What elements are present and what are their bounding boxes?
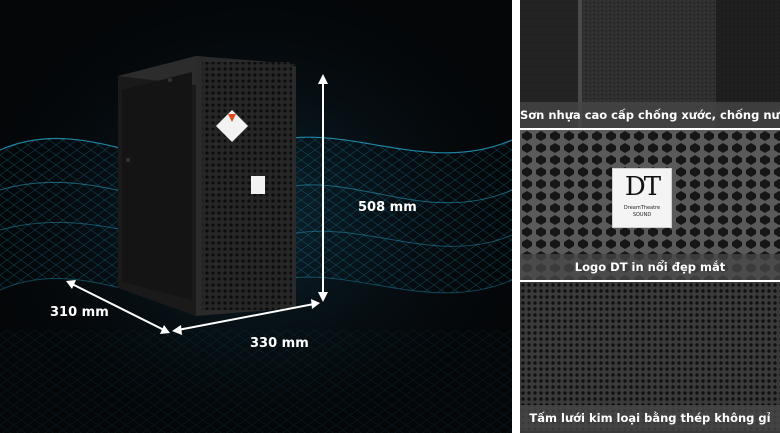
dt-logo-subtitle: DreamTheatre [623, 205, 661, 211]
dt-logo-sticker [216, 110, 248, 142]
dt-logo-mark: DT [624, 172, 661, 202]
feature-caption: Tấm lưới kim loại bằng thép không gỉ [520, 405, 780, 431]
dt-logo-subtitle-2: SOUND [632, 212, 652, 218]
feature-panel-logo: DT DreamTheatre SOUND Logo DT in nổi đẹp… [520, 130, 780, 280]
width-dimension-label: 330 mm [250, 336, 309, 351]
speaker-cabinet [118, 56, 296, 316]
feature-panel-paint: Sơn nhựa cao cấp chống xước, chống nước [520, 0, 780, 128]
speaker-dimensions-panel: 508 mm 310 mm 330 mm [0, 0, 512, 433]
height-dimension-label: 508 mm [358, 200, 417, 215]
dt-logo-badge: DT DreamTheatre SOUND [612, 168, 672, 228]
feature-panel-mesh: Tấm lưới kim loại bằng thép không gỉ [520, 282, 780, 433]
feature-caption: Logo DT in nổi đẹp mắt [520, 254, 780, 280]
speaker-illustration [0, 0, 512, 433]
dimension-arrows [66, 74, 328, 335]
feature-caption: Sơn nhựa cao cấp chống xước, chống nước [520, 102, 780, 128]
dt-logo-plate [251, 176, 265, 194]
depth-dimension-label: 310 mm [50, 305, 109, 320]
